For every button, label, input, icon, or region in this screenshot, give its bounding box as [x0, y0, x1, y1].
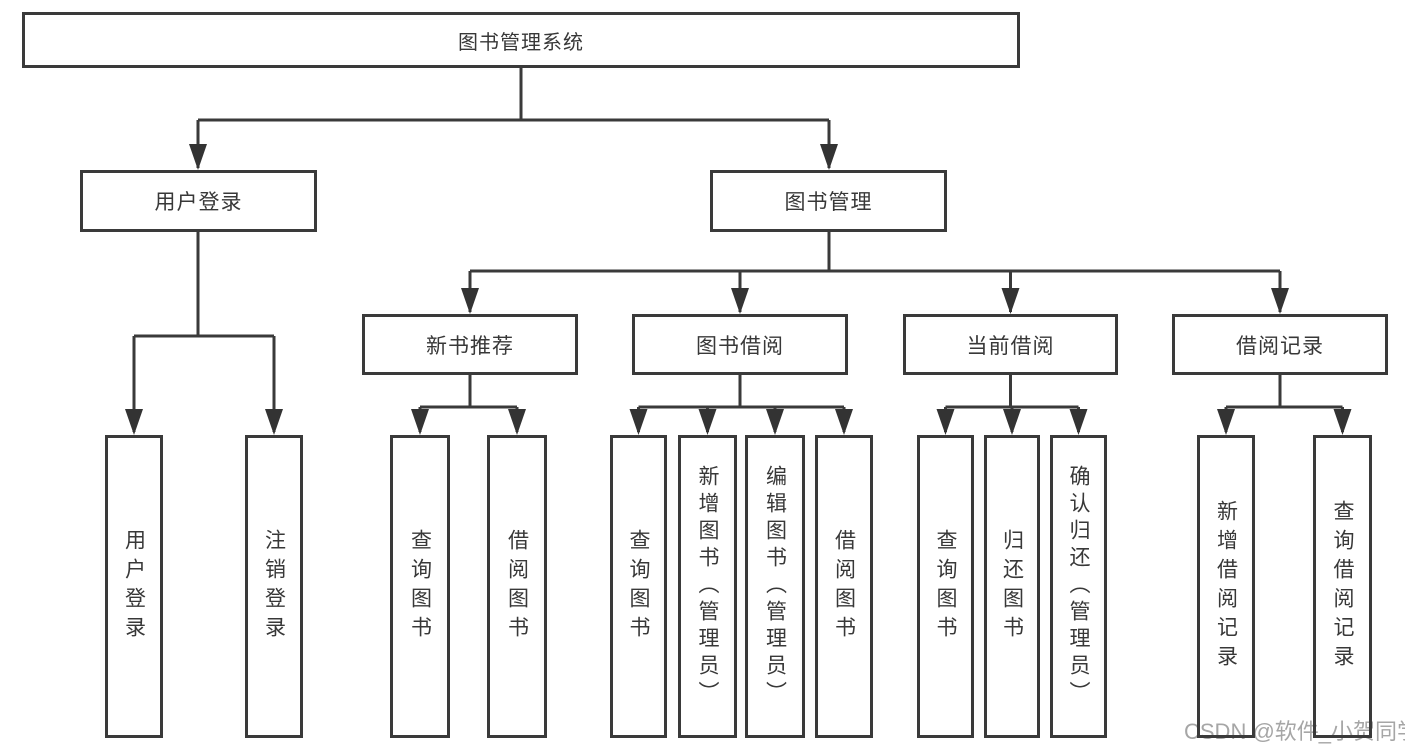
node-leaf-edit-books-admin: 编辑图书（管理员）: [745, 435, 805, 738]
node-leaf-confirm-return-admin: 确认归还（管理员）: [1050, 435, 1107, 738]
node-leaf-borrow-books: 借阅图书: [815, 435, 873, 738]
node-borrow-records: 借阅记录: [1172, 314, 1388, 375]
node-user-login: 用户登录: [80, 170, 317, 232]
node-leaf-query-borrow-record: 查询借阅记录: [1313, 435, 1372, 738]
node-leaf-query-books: 查询图书: [610, 435, 667, 738]
node-leaf-logout: 注销登录: [245, 435, 303, 738]
node-leaf-return-books: 归还图书: [984, 435, 1040, 738]
node-book-borrowing: 图书借阅: [632, 314, 848, 375]
node-new-book-recommend: 新书推荐: [362, 314, 578, 375]
csdn-watermark: CSDN @软件_小贺同学: [1184, 719, 1405, 744]
node-root-system: 图书管理系统: [22, 12, 1020, 68]
node-leaf-borrow-books: 借阅图书: [487, 435, 547, 738]
node-book-management: 图书管理: [710, 170, 947, 232]
node-current-borrowing: 当前借阅: [903, 314, 1118, 375]
node-leaf-add-borrow-record: 新增借阅记录: [1197, 435, 1255, 738]
arrowhead-icons: [125, 144, 1352, 435]
node-leaf-query-books: 查询图书: [390, 435, 450, 738]
node-leaf-user-login: 用户登录: [105, 435, 163, 738]
node-leaf-query-books: 查询图书: [917, 435, 974, 738]
node-leaf-add-books-admin: 新增图书（管理员）: [678, 435, 737, 738]
